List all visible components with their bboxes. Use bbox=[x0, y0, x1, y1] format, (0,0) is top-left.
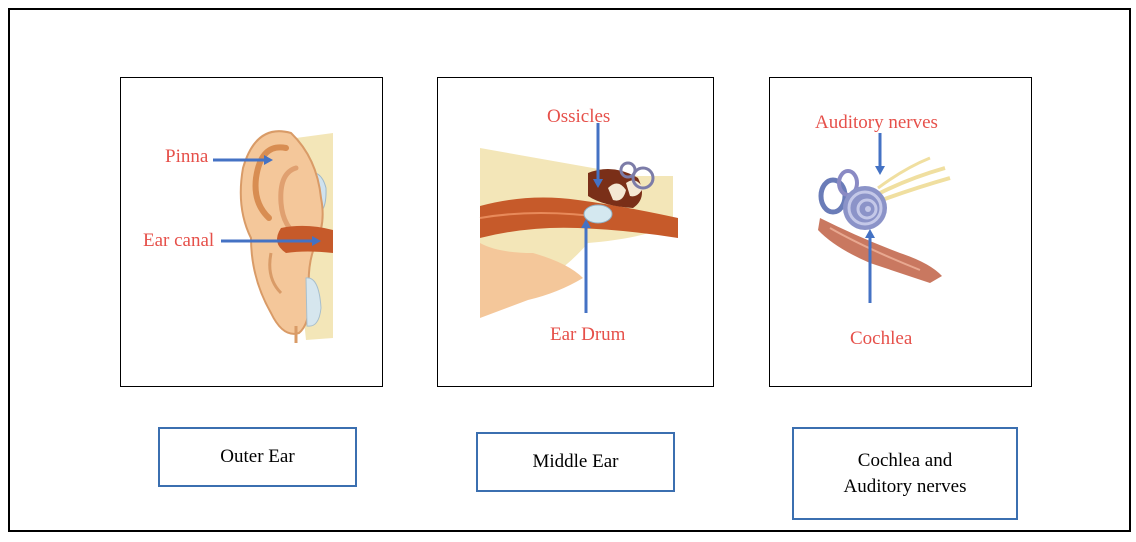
pinna-label: Pinna bbox=[165, 146, 208, 168]
ossicles-label: Ossicles bbox=[547, 106, 610, 128]
outer-ear-caption: Outer Ear bbox=[158, 427, 357, 487]
outer-ear-caption-text: Outer Ear bbox=[220, 444, 294, 470]
cochlea-panel: Auditory nerves Cochlea bbox=[769, 77, 1032, 387]
cochlea-label: Cochlea bbox=[850, 328, 912, 350]
auditory-nerves-label: Auditory nerves bbox=[815, 112, 938, 134]
cochlea-caption-line1: Cochlea and bbox=[858, 448, 952, 474]
middle-ear-panel: Ossicles Ear Drum bbox=[437, 77, 714, 387]
ear-drum-label: Ear Drum bbox=[550, 324, 625, 346]
cochlea-caption-line2: Auditory nerves bbox=[844, 474, 967, 500]
outer-ear-panel: Pinna Ear canal bbox=[120, 77, 383, 387]
cochlea-caption: Cochlea and Auditory nerves bbox=[792, 427, 1018, 520]
ear-canal-label: Ear canal bbox=[143, 230, 214, 252]
middle-ear-caption-text: Middle Ear bbox=[532, 449, 618, 475]
middle-ear-caption: Middle Ear bbox=[476, 432, 675, 492]
